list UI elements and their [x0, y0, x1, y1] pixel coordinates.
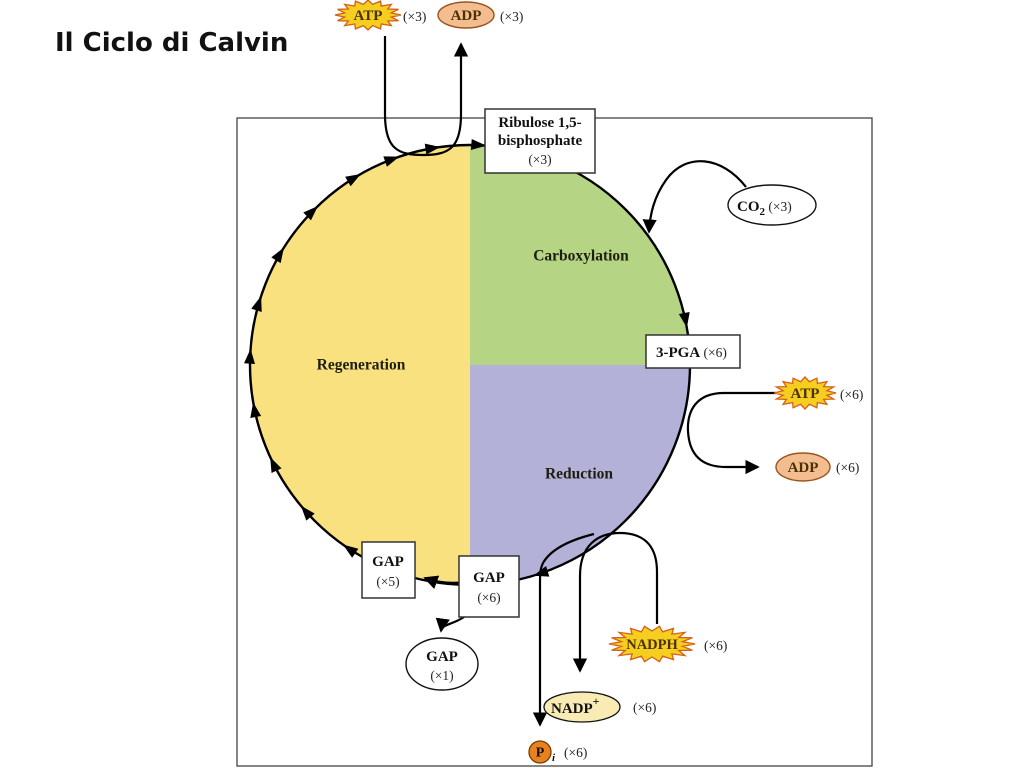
- page-title: Il Ciclo di Calvin: [55, 28, 289, 58]
- nadp-node: NADP+ (×6): [543, 691, 656, 723]
- co2-node: CO2 (×3): [727, 184, 817, 226]
- adp-right-label: ADP: [788, 460, 819, 476]
- pi-node: P i (×6): [528, 740, 587, 764]
- phase-label-reduction: Reduction: [545, 466, 613, 483]
- connector-atp-adp-right: [686, 391, 776, 475]
- adp-top-oval-icon: [437, 1, 495, 29]
- gap6-mult: (×6): [477, 590, 500, 605]
- nadp-mult: (×6): [633, 700, 656, 715]
- gap1-node: GAP (×1): [405, 637, 479, 691]
- gap6-node: GAP (×6): [458, 555, 520, 618]
- connector-atp-adp-top: [383, 36, 469, 157]
- connector-nadph-nadp: [572, 531, 659, 673]
- atp-right-label: ATP: [791, 386, 820, 402]
- adp-right-oval-icon: [775, 452, 831, 482]
- rubp-label-line1: Ribulose 1,5-: [498, 115, 581, 131]
- rubp-label-line2: bisphosphate: [498, 133, 583, 149]
- gap5-mult: (×5): [376, 574, 399, 589]
- phase-label-regeneration: Regeneration: [317, 357, 406, 374]
- cycle-segment-regeneration: [249, 144, 470, 585]
- adp-right-node: ADP (×6): [775, 452, 859, 482]
- adp-top-mult: (×3): [500, 9, 523, 24]
- adp-top-label: ADP: [451, 8, 482, 24]
- nadp-oval-icon: [543, 691, 621, 723]
- atp-right-starburst-icon: [773, 376, 837, 410]
- rubp-mult: (×3): [528, 152, 551, 167]
- pi-mult: (×6): [564, 745, 587, 760]
- cycle-segment-reduction: [470, 365, 690, 585]
- gap5-node: GAP (×5): [361, 541, 416, 599]
- nadph-starburst-icon: [608, 625, 696, 663]
- adp-right-mult: (×6): [836, 460, 859, 475]
- atp-top-node: ATP (×3): [334, 0, 426, 31]
- atp-top-label: ATP: [354, 8, 383, 24]
- pga-label: 3-PGA (×6): [656, 345, 727, 361]
- pi-circle-icon: [528, 740, 552, 764]
- connector-co2-in: [642, 160, 747, 234]
- atp-right-node: ATP (×6): [773, 376, 863, 410]
- atp-top-mult: (×3): [403, 9, 426, 24]
- pga-node: 3-PGA (×6): [645, 334, 741, 369]
- co2-label: CO2 (×3): [737, 199, 792, 218]
- nadph-node: NADPH (×6): [608, 625, 727, 663]
- nadph-label: NADPH: [626, 637, 678, 653]
- phase-label-carboxylation: Carboxylation: [533, 248, 629, 265]
- cycle-segment-carboxylation: [470, 145, 690, 365]
- pi-label: P: [536, 746, 545, 761]
- gap6-label: GAP: [473, 570, 505, 586]
- connector-gap6-gap1: [435, 616, 465, 633]
- atp-top-starburst-icon: [334, 0, 402, 31]
- gap1-label: GAP: [426, 649, 458, 665]
- atp-right-mult: (×6): [840, 387, 863, 402]
- pi-sub: i: [552, 752, 556, 764]
- connector-pi-out: [532, 532, 595, 727]
- nadph-mult: (×6): [704, 638, 727, 653]
- adp-top-node: ADP (×3): [437, 1, 523, 29]
- rubp-node: Ribulose 1,5- bisphosphate (×3): [484, 108, 596, 174]
- nadp-label: NADP+: [551, 694, 600, 717]
- gap1-mult: (×1): [430, 668, 453, 683]
- gap5-label: GAP: [372, 554, 404, 570]
